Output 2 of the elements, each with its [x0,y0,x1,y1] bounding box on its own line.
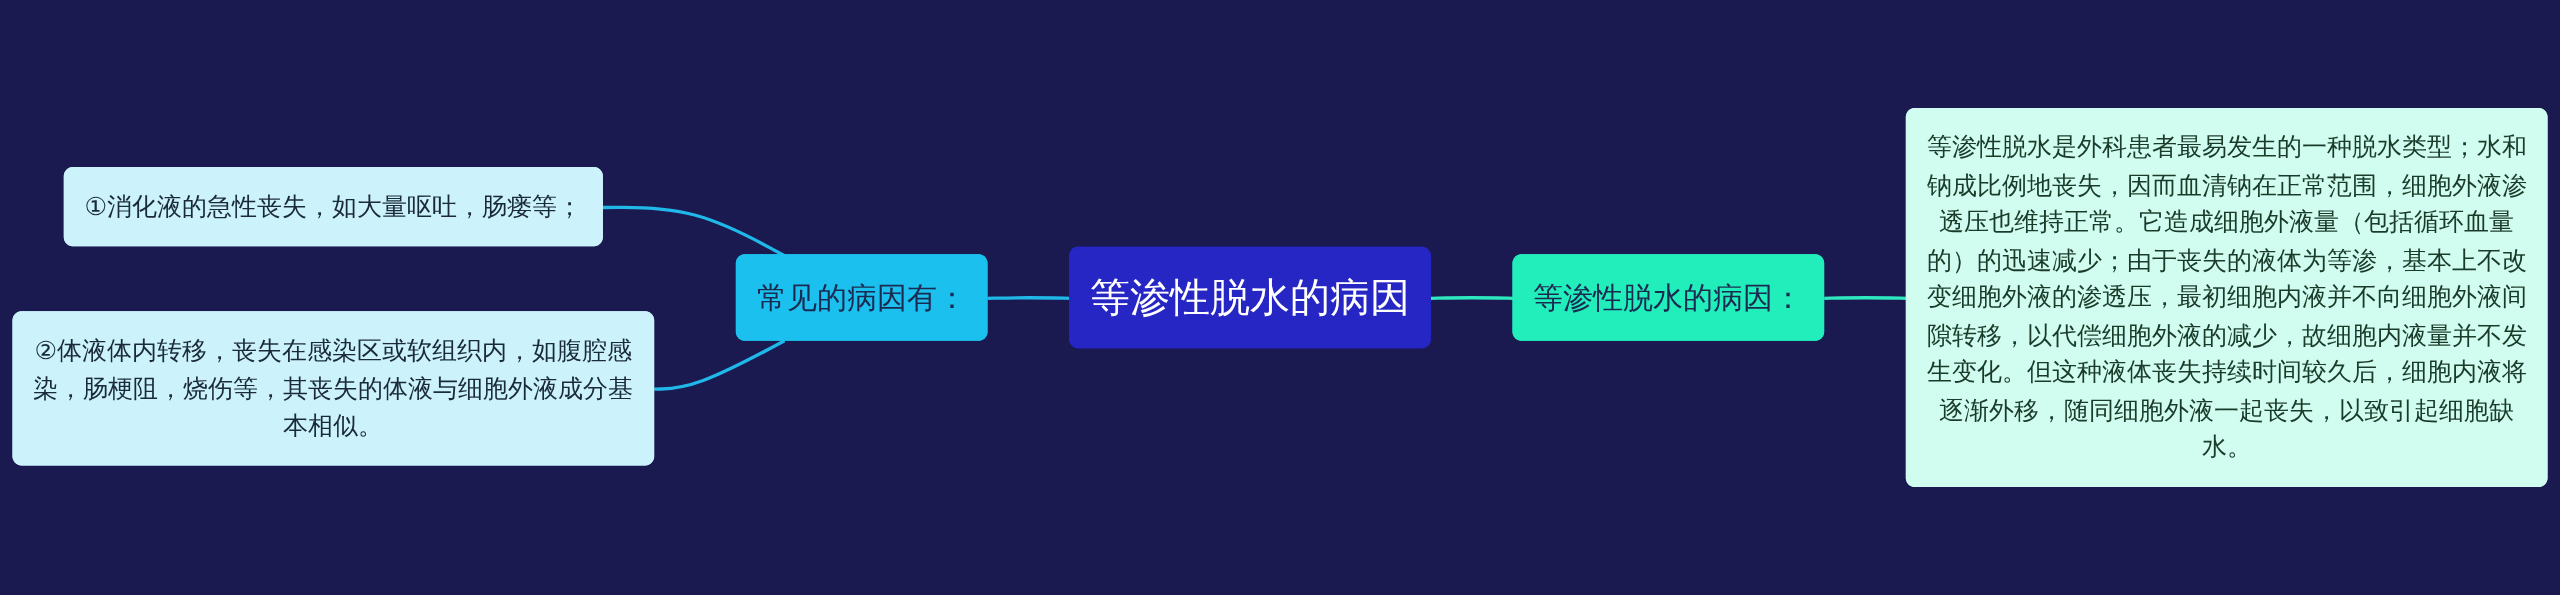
connector [987,296,1071,300]
connector [654,339,786,391]
